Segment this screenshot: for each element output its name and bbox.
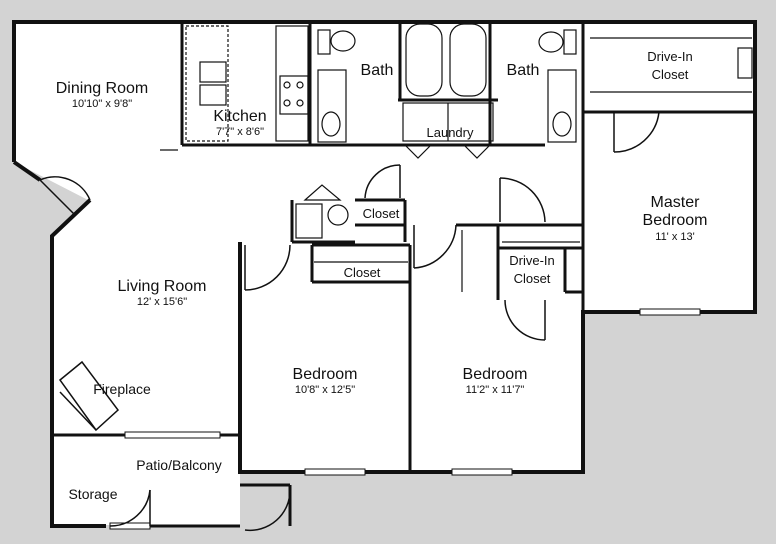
drive-in-closet-master-label: Drive-In Closet — [630, 48, 710, 85]
fireplace-shape — [58, 360, 120, 432]
living-room-label: Living Room 12' x 15'6" — [100, 278, 224, 309]
room-name: Closet — [343, 265, 381, 280]
room-name: Drive-In Closet — [647, 49, 693, 83]
kitchen-label: Kitchen 7'7" x 8'6" — [200, 108, 280, 139]
room-dims: 12' x 15'6" — [136, 296, 188, 309]
interior-walls — [180, 22, 755, 472]
room-dims: 10'8" x 12'5" — [294, 384, 356, 397]
room-name: Bath — [506, 62, 540, 79]
room-dims: 10'10" x 9'8" — [71, 98, 133, 111]
closet-details — [160, 37, 753, 292]
kitchen-fixtures — [185, 25, 309, 142]
fireplace-label: Fireplace — [86, 381, 158, 399]
bedroom-1-label: Bedroom 10'8" x 12'5" — [270, 366, 380, 397]
room-dims: 7'7" x 8'6" — [215, 126, 265, 139]
room-name: Patio/Balcony — [136, 457, 222, 473]
room-name: Closet — [362, 206, 400, 221]
dining-room-label: Dining Room 10'10" x 9'8" — [40, 80, 164, 111]
windows — [109, 308, 701, 530]
bath-1-label: Bath — [350, 62, 404, 80]
room-name: Fireplace — [93, 381, 151, 397]
laundry-label: Laundry — [410, 124, 490, 142]
room-name: Kitchen — [213, 108, 267, 125]
door-swings — [39, 111, 660, 532]
room-name: Bedroom — [292, 366, 358, 383]
room-name: Bath — [360, 62, 394, 79]
room-name: Bedroom — [462, 366, 528, 383]
room-dims: 11' x 13' — [655, 230, 695, 243]
room-dims: 11'2" x 11'7" — [465, 384, 525, 397]
bath-2-label: Bath — [496, 62, 550, 80]
patio-balcony-label: Patio/Balcony — [126, 457, 232, 475]
room-name: Laundry — [426, 125, 474, 140]
room-name: Drive-In Closet — [509, 253, 555, 287]
storage-label: Storage — [58, 486, 128, 504]
bedroom-2-label: Bedroom 11'2" x 11'7" — [440, 366, 550, 397]
room-name: Master Bedroom — [642, 194, 708, 230]
room-name: Dining Room — [55, 80, 149, 97]
closet-lower-label: Closet — [320, 264, 404, 282]
bath-fixtures — [317, 23, 577, 143]
room-name: Living Room — [117, 278, 207, 295]
closet-upper-label: Closet — [355, 205, 407, 223]
drive-in-closet-bed2-label: Drive-In Closet — [500, 252, 564, 289]
master-bedroom-label: Master Bedroom 11' x 13' — [620, 194, 730, 243]
room-name: Storage — [68, 486, 118, 502]
